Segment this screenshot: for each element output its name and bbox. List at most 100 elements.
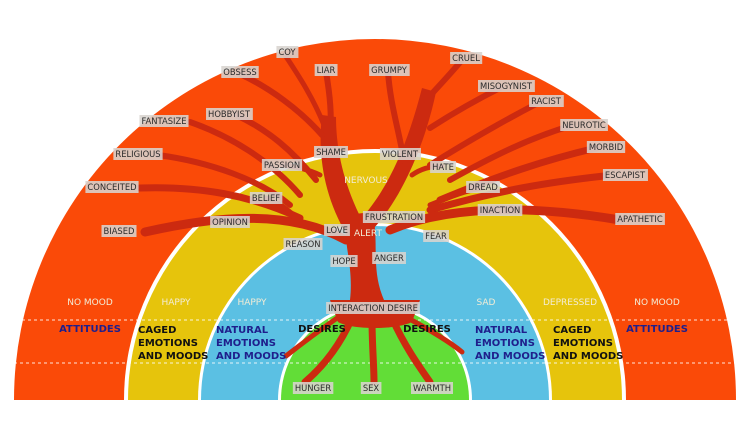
zone-label-no-mood-right: NO MOOD bbox=[634, 298, 680, 308]
tag-warmth: WARMTH bbox=[413, 383, 451, 393]
tag-grumpy: GRUMPY bbox=[371, 65, 408, 75]
tag-hobbyist-box bbox=[206, 108, 253, 120]
root-hunger bbox=[301, 314, 356, 386]
tag-reason: REASON bbox=[285, 239, 320, 249]
category-labels: ATTITUDES CAGED EMOTIONS AND MOODS NATURAL… bbox=[59, 324, 688, 362]
tag-neurotic-box bbox=[560, 119, 608, 131]
tag-fear: FEAR bbox=[425, 231, 447, 241]
tag-religious-box bbox=[113, 148, 163, 160]
tag-violent: VIOLENT bbox=[382, 149, 419, 159]
branches bbox=[136, 52, 625, 386]
tag-love: LOVE bbox=[326, 225, 348, 235]
tag-belief-box bbox=[249, 192, 283, 204]
branch-escapist bbox=[426, 172, 608, 214]
tag-apathetic: APATHETIC bbox=[617, 214, 663, 224]
tag-misogynist: MISOGYNIST bbox=[480, 81, 533, 91]
tag-escapist: ESCAPIST bbox=[605, 170, 646, 180]
tag-dread: DREAD bbox=[468, 182, 498, 192]
tag-passion-box bbox=[261, 159, 303, 171]
tag-sex-box bbox=[360, 382, 382, 394]
zone-label-sad: SAD bbox=[477, 298, 496, 308]
tag-hope-box bbox=[330, 255, 358, 267]
tag-religious: RELIGIOUS bbox=[115, 149, 160, 159]
tag-cruel: CRUEL bbox=[452, 53, 480, 63]
tag-hope: HOPE bbox=[332, 256, 355, 266]
tag-liar: LIAR bbox=[317, 65, 336, 75]
root-left-outer bbox=[283, 313, 343, 359]
tag-escapist-box bbox=[602, 169, 648, 181]
tag-passion: PASSION bbox=[264, 160, 300, 170]
category-caged-left-line: EMOTIONS bbox=[138, 338, 198, 349]
tag-interaction-desire: INTERACTION DESIRE bbox=[328, 303, 418, 313]
category-caged-left-line: CAGED bbox=[138, 325, 176, 336]
tag-racist-box bbox=[529, 95, 564, 107]
tag-apathetic-box bbox=[615, 213, 665, 225]
root-warmth bbox=[388, 314, 434, 386]
zone-label-no-mood-left: NO MOOD bbox=[67, 298, 113, 308]
category-attitudes-left: ATTITUDES bbox=[59, 324, 121, 335]
tag-inaction-box bbox=[477, 204, 523, 216]
category-natural-right: NATURAL EMOTIONS AND MOODS bbox=[475, 325, 545, 362]
ring-label-alert: ALERT bbox=[354, 229, 382, 239]
category-natural-right-line: AND MOODS bbox=[475, 351, 545, 362]
tag-morbid-box bbox=[586, 141, 626, 153]
trunk-right-upper bbox=[360, 88, 436, 228]
tag-frustration: FRUSTRATION bbox=[365, 212, 423, 222]
branch-obsess bbox=[237, 71, 325, 138]
category-caged-left-line: AND MOODS bbox=[138, 351, 208, 362]
zone-label-happy-outer: HAPPY bbox=[161, 298, 191, 308]
tag-shame: SHAME bbox=[316, 147, 346, 157]
category-natural-right-line: EMOTIONS bbox=[475, 338, 535, 349]
tag-racist: RACIST bbox=[531, 96, 562, 106]
word-tags: COY OBSESS LIAR GRUMPY CRUEL MISOGYNIST … bbox=[85, 46, 665, 394]
category-caged-right-line: CAGED bbox=[553, 325, 591, 336]
tag-shame-box bbox=[314, 146, 348, 158]
root-sex bbox=[368, 314, 378, 386]
branch-fantasize bbox=[187, 119, 303, 198]
tag-fear-box bbox=[423, 230, 450, 242]
tag-warmth-box bbox=[410, 382, 454, 394]
category-caged-right-line: EMOTIONS bbox=[553, 338, 613, 349]
tag-hate: HATE bbox=[432, 162, 454, 172]
tag-frustration-box bbox=[362, 211, 426, 223]
branch-coy bbox=[282, 52, 327, 128]
ring-label-nervous: NERVOUS bbox=[344, 176, 388, 186]
zone-label-depressed: DEPRESSED bbox=[543, 298, 597, 308]
tag-morbid: MORBID bbox=[589, 142, 623, 152]
tag-biased-box bbox=[101, 225, 137, 237]
tag-grumpy-box bbox=[369, 64, 410, 76]
tag-fantasize-box bbox=[139, 115, 189, 127]
root-right-outer bbox=[401, 313, 465, 355]
branch-conceited bbox=[136, 184, 304, 222]
tree-trunk bbox=[345, 212, 384, 300]
tag-reason-box bbox=[283, 238, 323, 250]
tag-hunger: HUNGER bbox=[295, 383, 331, 393]
category-natural-left-line: NATURAL bbox=[216, 325, 269, 336]
tag-opinion: OPINION bbox=[212, 217, 248, 227]
branch-neurotic bbox=[447, 123, 573, 183]
tag-obsess: OBSESS bbox=[223, 67, 256, 77]
branch-grumpy bbox=[385, 69, 405, 153]
zone-label-happy-inner: HAPPY bbox=[237, 298, 267, 308]
tag-dread-box bbox=[466, 181, 500, 193]
branch-liar bbox=[323, 69, 334, 143]
branch-racist bbox=[427, 99, 543, 168]
category-desires-right: DESIRES bbox=[403, 324, 451, 335]
tag-cruel-box bbox=[450, 52, 483, 64]
category-natural-right-line: NATURAL bbox=[475, 325, 528, 336]
tag-anger-box bbox=[372, 252, 406, 264]
tag-liar-box bbox=[314, 64, 338, 76]
tag-coy-box bbox=[276, 46, 299, 58]
tag-hobbyist: HOBBYIST bbox=[208, 109, 251, 119]
tag-conceited: CONCEITED bbox=[87, 182, 136, 192]
tag-belief: BELIEF bbox=[252, 193, 280, 203]
tag-neurotic: NEUROTIC bbox=[562, 120, 606, 130]
tag-conceited-box bbox=[85, 181, 139, 193]
zone-labels: NO MOOD HAPPY HAPPY SAD DEPRESSED NO MOO… bbox=[67, 176, 680, 308]
tag-obsess-box bbox=[221, 66, 259, 78]
tag-fantasize: FANTASIZE bbox=[141, 116, 186, 126]
tag-biased: BIASED bbox=[103, 226, 134, 236]
